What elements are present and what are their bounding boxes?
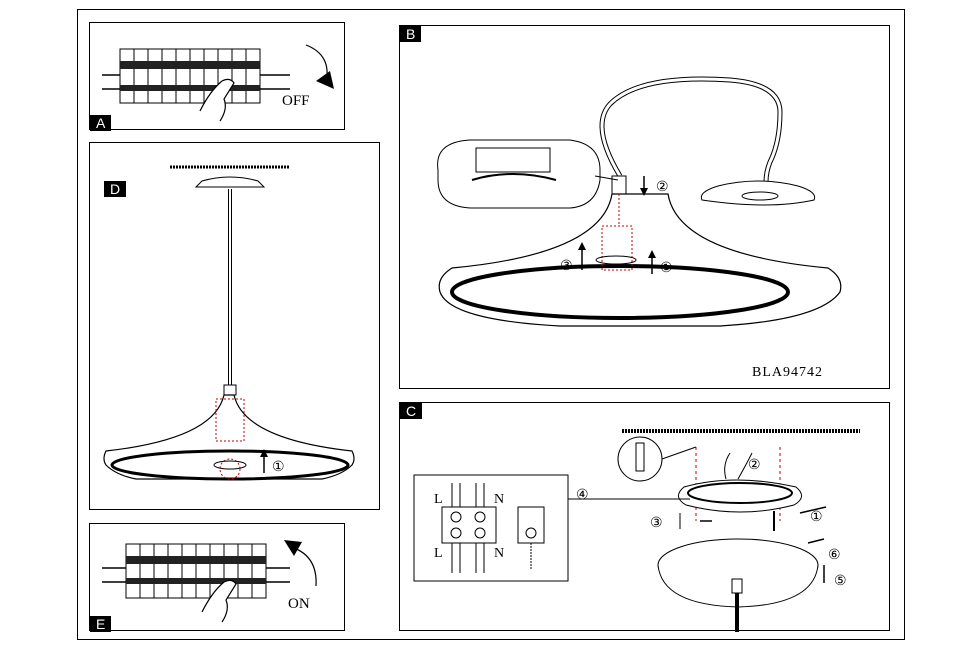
step-3-label: ③ xyxy=(650,516,663,531)
terminal-l-bottom: L xyxy=(434,546,443,561)
panel-e-tag: E xyxy=(90,616,112,632)
panel-c-tag: C xyxy=(400,403,423,419)
panel-b: ② ① ③ BLA94742 B xyxy=(399,25,890,389)
panel-d: ① D xyxy=(89,142,380,510)
step-2-label: ② xyxy=(748,458,761,473)
step-3-label: ③ xyxy=(560,259,573,274)
off-caption: OFF xyxy=(282,93,310,109)
model-number: BLA94742 xyxy=(752,365,823,380)
on-caption: ON xyxy=(288,596,310,612)
panel-a: OFF A xyxy=(89,22,345,131)
breaker-off-illustration: OFF xyxy=(102,44,334,122)
breaker-on-illustration: ON xyxy=(102,540,317,623)
panel-e: ON E xyxy=(89,523,345,632)
step-1-label: ① xyxy=(272,460,285,475)
step-4-label: ④ xyxy=(576,488,589,503)
diagram-sheet xyxy=(77,9,905,640)
panel-b-tag: B xyxy=(400,26,422,42)
step-1-label: ① xyxy=(660,261,673,276)
hanging-lamp-illustration: ① xyxy=(103,165,355,481)
step-6-label: ⑥ xyxy=(828,548,841,563)
step-1-label: ① xyxy=(810,510,823,525)
panel-d-tag: D xyxy=(104,181,127,197)
terminal-n-bottom: N xyxy=(494,546,504,561)
lamp-assembly-illustration: ② ① ③ BLA94742 xyxy=(437,76,842,380)
panel-c: ② ④ L N L N ③ ① ⑥ ⑤ C xyxy=(399,402,890,632)
ceiling-mount-illustration: ② ④ L N L N ③ ① ⑥ ⑤ xyxy=(413,429,860,632)
panel-a-tag: A xyxy=(90,115,112,131)
step-2-label: ② xyxy=(656,180,669,195)
terminal-n-top: N xyxy=(494,492,504,507)
step-5-label: ⑤ xyxy=(834,574,847,589)
terminal-l-top: L xyxy=(434,492,443,507)
